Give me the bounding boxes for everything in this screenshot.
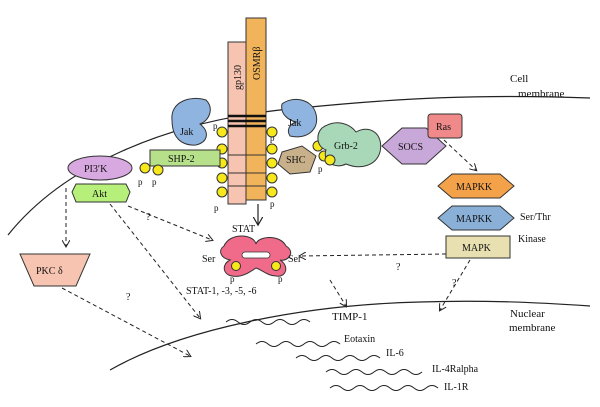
- nuclear-membrane-label: Nuclear: [510, 308, 545, 320]
- gene-il4ralpha: IL-4Ralpha: [432, 364, 479, 375]
- jak-right: [281, 98, 318, 138]
- shc: [277, 145, 317, 175]
- svg-text:?: ?: [396, 262, 401, 273]
- svg-text:p: p: [213, 121, 218, 131]
- svg-text:p: p: [270, 133, 275, 143]
- gene-eotaxin: Eotaxin: [344, 334, 375, 345]
- svg-text:p: p: [318, 164, 323, 174]
- svg-text:MAPKK: MAPKK: [456, 214, 493, 225]
- svg-text:MAPKK: MAPKK: [456, 182, 493, 193]
- svg-text:p: p: [230, 274, 235, 284]
- svg-text:Jak: Jak: [180, 127, 193, 138]
- svg-text:PKC δ: PKC δ: [36, 266, 63, 277]
- svg-text:Grb-2: Grb-2: [334, 141, 358, 152]
- gene-transcripts: [225, 319, 439, 391]
- mapk: [445, 235, 511, 259]
- pi3k: [67, 155, 133, 181]
- akt: [71, 183, 131, 203]
- osmr-label: OSMRβ: [252, 47, 263, 80]
- gene-il6: IL-6: [386, 348, 404, 359]
- svg-text:MAPK: MAPK: [462, 243, 492, 254]
- gene-timp1: TIMP-1: [332, 311, 367, 323]
- svg-text:?: ?: [126, 292, 131, 303]
- svg-text:Akt: Akt: [92, 189, 107, 200]
- ras: [427, 113, 463, 139]
- gp130-label: gp130: [233, 65, 244, 90]
- svg-text:Ser: Ser: [288, 254, 302, 265]
- svg-text:p: p: [270, 199, 275, 209]
- svg-text:p: p: [214, 203, 219, 213]
- cell-membrane-label: Cell: [510, 73, 528, 85]
- svg-text:SHC: SHC: [286, 155, 306, 166]
- grb2: [317, 122, 382, 168]
- receptor-phospho-sites: [216, 126, 278, 198]
- svg-text:SHP-2: SHP-2: [168, 154, 195, 165]
- nuclear-membrane-label-2: membrane: [509, 322, 556, 334]
- svg-text:SOCS: SOCS: [398, 142, 423, 153]
- svg-text:Kinase: Kinase: [518, 234, 546, 245]
- shp2: [149, 149, 221, 167]
- svg-text:PI3′K: PI3′K: [84, 164, 108, 175]
- svg-text:Ser: Ser: [202, 254, 216, 265]
- svg-text:p: p: [138, 177, 143, 187]
- mapkk-2: [437, 205, 515, 231]
- cell-membrane-label-2: membrane: [518, 88, 565, 100]
- mapkk-1: [437, 173, 515, 199]
- nuclear-membrane: [109, 300, 591, 371]
- svg-text:p: p: [278, 274, 283, 284]
- svg-text:Ser/Thr: Ser/Thr: [520, 212, 551, 223]
- svg-text:?: ?: [146, 212, 151, 223]
- jak-left: [171, 97, 211, 146]
- pkc-delta: [19, 253, 91, 287]
- svg-text:p: p: [152, 177, 157, 187]
- svg-text:?: ?: [452, 278, 457, 289]
- stat-list: STAT-1, -3, -5, -6: [186, 286, 257, 297]
- svg-text:Ras: Ras: [436, 122, 451, 133]
- gene-il1r: IL-1R: [444, 382, 469, 393]
- svg-text:STAT: STAT: [232, 224, 255, 235]
- svg-text:Jak: Jak: [288, 118, 301, 129]
